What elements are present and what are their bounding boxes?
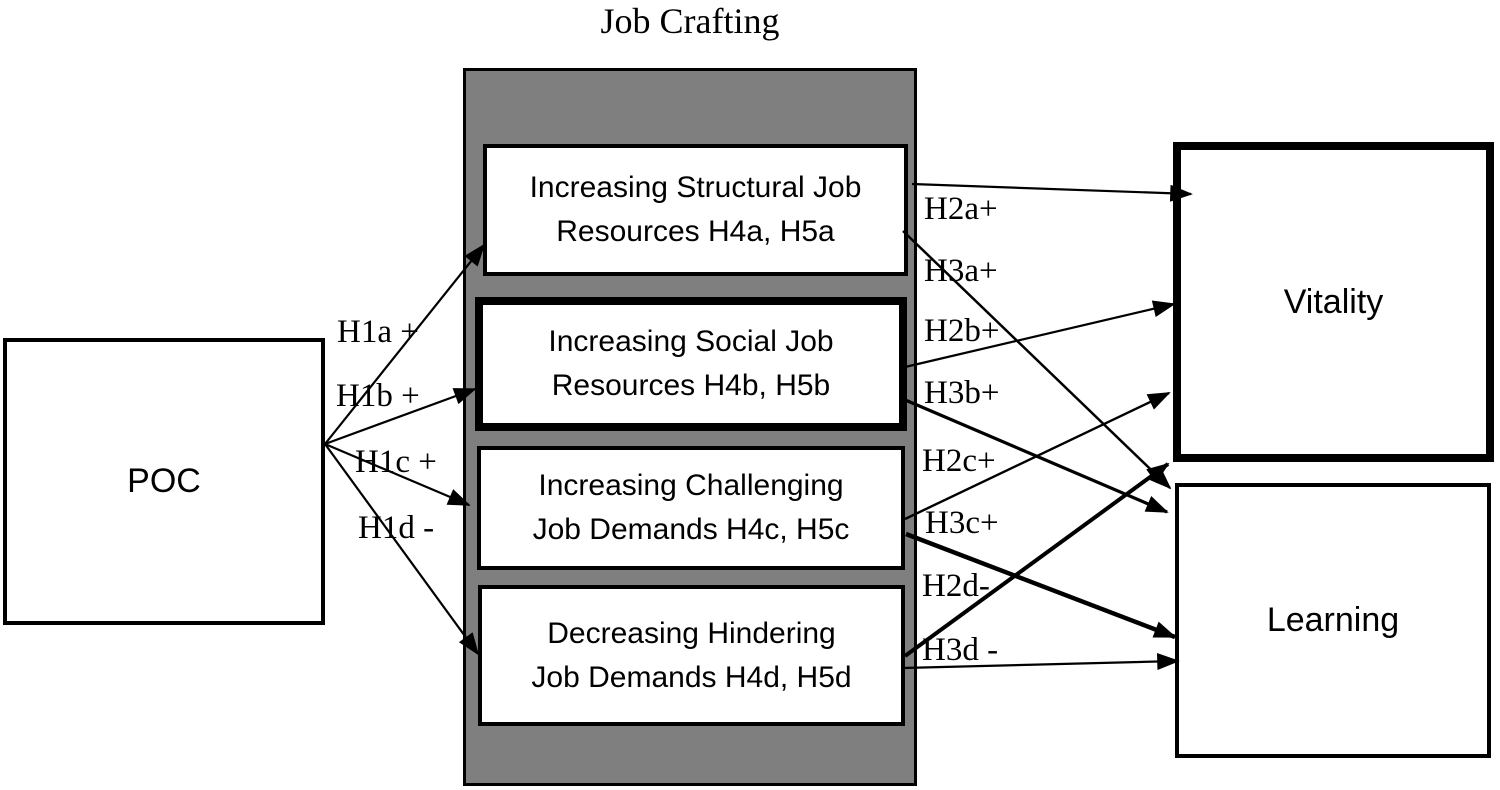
crafting-box-hindering: Decreasing Hindering Job Demands H4d, H5…: [478, 585, 905, 726]
edge-label-h3b: H3b+: [924, 375, 1000, 411]
crafting-box-social-line1: Increasing Social Job: [548, 325, 834, 358]
poc-node: POC: [3, 338, 325, 625]
crafting-box-structural: Increasing Structural Job Resources H4a,…: [483, 144, 908, 276]
crafting-box-challenging-line2: Job Demands H4c, H5c: [532, 513, 850, 546]
crafting-box-structural-line1: Increasing Structural Job: [529, 171, 862, 204]
crafting-box-social-line2: Resources H4b, H5b: [551, 369, 831, 402]
diagram-title: Job Crafting: [600, 1, 780, 41]
edge-label-h2d: H2d-: [922, 568, 990, 604]
learning-node: Learning: [1175, 483, 1491, 758]
crafting-box-hindering-line1: Decreasing Hindering: [547, 616, 836, 650]
edge-label-h2a: H2a+: [924, 191, 998, 227]
learning-label: Learning: [1266, 601, 1400, 639]
edge-label-h1c: H1c +: [355, 444, 437, 480]
edge-label-h1d: H1d -: [358, 510, 435, 546]
vitality-label: Vitality: [1283, 282, 1384, 321]
crafting-box-challenging-line1: Increasing Challenging: [538, 469, 844, 502]
edge-label-h1b: H1b +: [336, 378, 420, 414]
vitality-node: Vitality: [1173, 142, 1494, 462]
edge-label-h3c: H3c+: [925, 505, 999, 541]
edge-label-h3d: H3d -: [922, 632, 999, 668]
crafting-box-challenging: Increasing Challenging Job Demands H4c, …: [477, 446, 905, 570]
arrow-h2d: [903, 462, 1170, 658]
crafting-box-structural-line2: Resources H4a, H5a: [556, 215, 835, 248]
edge-label-h3a: H3a+: [924, 253, 998, 289]
edge-label-h2c: H2c+: [922, 443, 996, 479]
edge-label-h2b: H2b+: [924, 313, 1000, 349]
poc-label: POC: [127, 462, 201, 500]
edge-label-h1a: H1a +: [337, 314, 419, 350]
crafting-box-social: Increasing Social Job Resources H4b, H5b: [475, 297, 907, 431]
crafting-box-hindering-line2: Job Demands H4d, H5d: [531, 660, 852, 694]
